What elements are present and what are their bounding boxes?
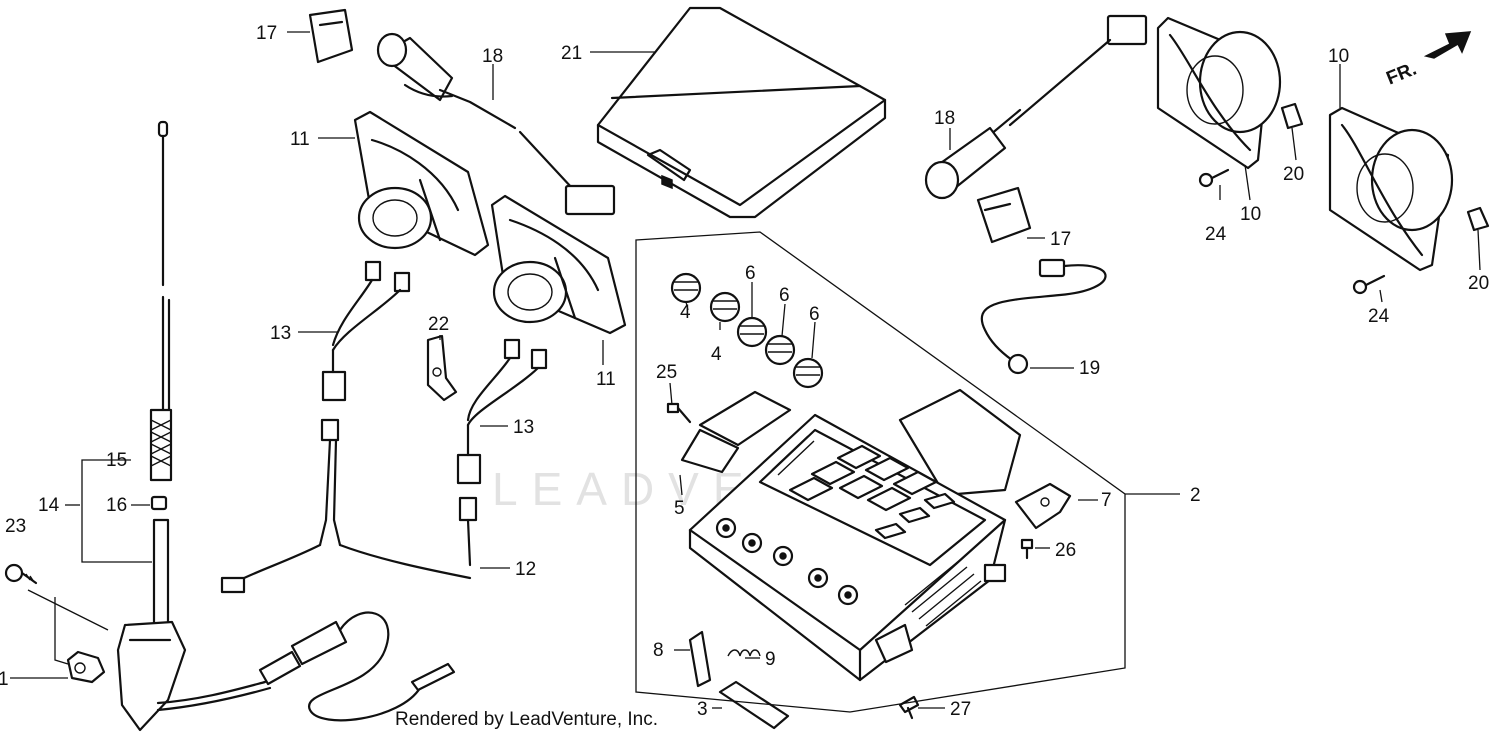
part-24-screw-upper [1198,168,1230,188]
callout-6-b: 6 [779,285,790,306]
part-22-clamp [426,334,458,402]
part-1-bracket [66,650,106,684]
part-18-cable-right [924,14,1148,200]
part-antenna-cable [156,611,456,722]
callout-10-b: 10 [1240,204,1261,225]
callout-24-b: 24 [1368,306,1390,327]
part-6-knob-c [792,357,824,389]
part-12-main-harness [220,418,478,594]
callout-27: 27 [950,699,971,720]
callout-4-b: 4 [711,344,722,365]
credit-text: Rendered by LeadVenture, Inc. [395,709,659,730]
callout-2: 2 [1190,485,1201,506]
callout-12: 12 [515,559,536,580]
part-16-nut [150,495,168,511]
part-9-spring [727,649,761,657]
part-8-clip [688,630,712,688]
callout-17-b: 17 [1050,229,1071,250]
callout-21: 21 [561,43,582,64]
callout-9: 9 [765,649,776,670]
part-10-speaker-upper [1156,16,1282,170]
part-6-knob-a [736,316,768,348]
callout-13-a: 13 [270,323,291,344]
part-11-speaker-right [490,194,627,335]
part-2-radio-unit [688,388,1022,682]
callout-24-a: 24 [1205,224,1227,245]
callout-20-b: 20 [1468,273,1489,294]
part-26-screw [1020,538,1034,560]
front-direction-label: FR. [1383,59,1419,90]
part-19-ground-wire [980,258,1107,375]
part-20-clip-upper [1280,102,1304,130]
callout-8: 8 [653,640,664,661]
part-4-knob-b [709,291,741,323]
part-6-knob-b [764,334,796,366]
callout-7: 7 [1101,490,1112,511]
callout-11-a: 11 [290,129,310,150]
part-17-clip-right [976,186,1032,244]
callout-11-b: 11 [596,369,616,390]
callout-15: 15 [106,450,127,471]
part-7-bracket [1014,482,1072,530]
callout-18-b: 18 [934,108,955,129]
callout-26: 26 [1055,540,1076,561]
part-23-bolt [4,563,38,585]
part-3-plate [718,680,790,730]
part-18-cable-left [376,32,616,216]
part-5-bezel [680,390,792,474]
callout-16: 16 [106,495,127,516]
callout-18-a: 18 [482,46,503,67]
callout-4-a: 4 [680,302,691,323]
part-27-screw [898,695,920,720]
leader-lines [10,31,1481,713]
front-direction-arrow [1423,31,1472,59]
part-13-harness-right [456,338,548,485]
part-11-speaker-left [353,110,490,257]
part-20-clip-lower [1466,206,1490,232]
part-25-screw [666,402,692,424]
callout-3: 3 [697,699,708,720]
part-10-speaker-lower [1328,106,1454,272]
callout-6-a: 6 [745,263,756,284]
part-17-clip-left [308,8,354,64]
callout-13-b: 13 [513,417,534,438]
callouts: 1 2 3 4 4 5 6 6 6 7 8 9 10 10 11 11 12 1… [0,23,1489,720]
part-24-screw-lower [1352,274,1386,295]
callout-22: 22 [428,314,449,335]
callout-14: 14 [38,495,60,516]
part-13-harness-left [321,260,411,402]
part-21-lid [596,6,887,219]
callout-20-a: 20 [1283,164,1304,185]
callout-5: 5 [674,498,685,519]
part-antenna [116,120,187,732]
callout-25: 25 [656,362,677,383]
callout-6-c: 6 [809,304,820,325]
callout-1: 1 [0,669,9,690]
callout-10-a: 10 [1328,46,1349,67]
part-4-knob-a [670,272,702,304]
callout-17-a: 17 [256,23,277,44]
callout-19: 19 [1079,358,1100,379]
callout-23: 23 [5,516,26,537]
